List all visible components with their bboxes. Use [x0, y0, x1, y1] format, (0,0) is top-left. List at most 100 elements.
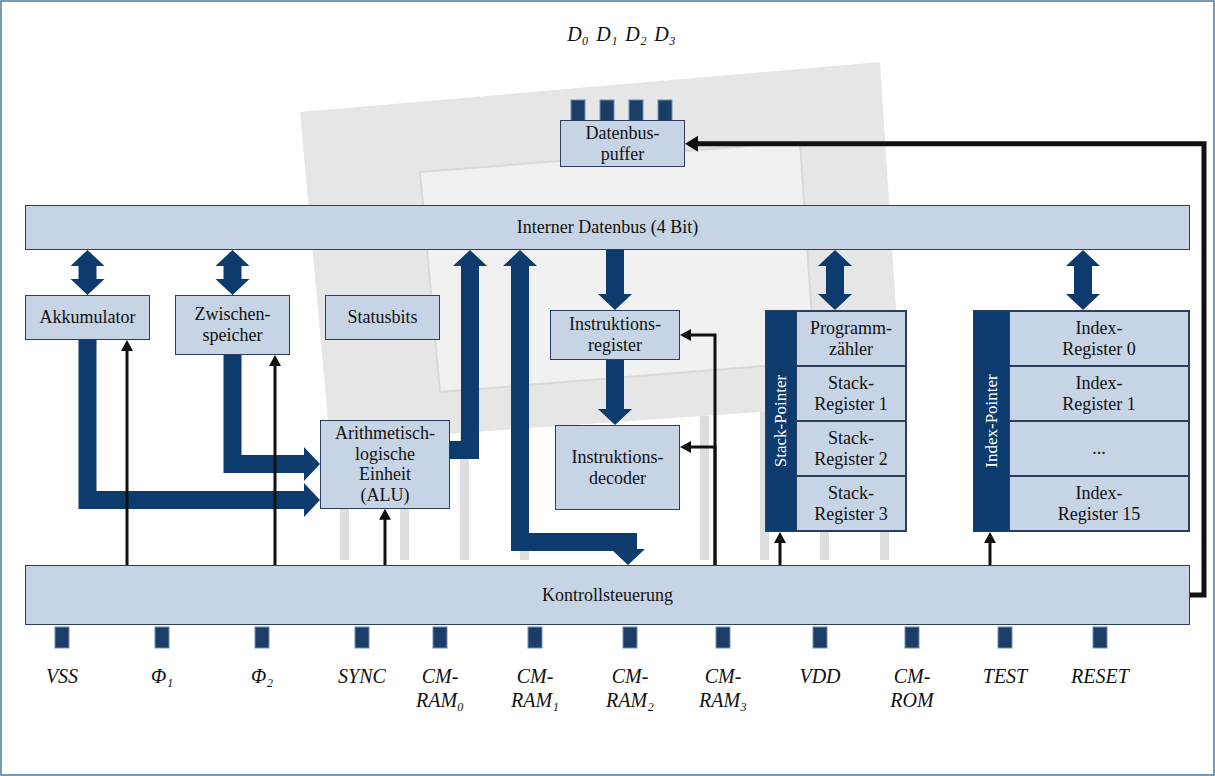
bus-arrow [79, 265, 97, 280]
pin [623, 627, 637, 648]
pin [528, 627, 542, 648]
chip-leg [700, 416, 709, 560]
pointer-label: Stack-Pointer [772, 375, 791, 468]
box-label: Stack- Register 3 [804, 483, 899, 524]
arrowhead [1066, 250, 1100, 266]
bus-arrow [606, 250, 624, 295]
box-label: Instruktions- register [558, 314, 673, 355]
control-arrow [779, 542, 782, 565]
control-arrow [126, 350, 129, 565]
pin-label: TEST [965, 664, 1045, 688]
pin [600, 100, 614, 121]
decoder-box: Instruktions- decoder [555, 425, 680, 510]
pointer-band: Stack-Pointer [766, 311, 796, 531]
pin-label: CM- RAM₀ [409, 664, 471, 712]
buffer-box: Datenbus- puffer [560, 120, 685, 167]
bus-arrow [71, 250, 105, 295]
register-box: Index- Register 0 [1009, 311, 1189, 366]
control-arrow [690, 335, 715, 565]
box-label: Interner Datenbus (4 Bit) [517, 217, 698, 238]
arrowhead [304, 483, 320, 517]
pin [433, 627, 447, 648]
pin [658, 100, 672, 121]
pointer-group: Stack-Pointer Programm- zählerStack- Regi… [765, 310, 907, 532]
control-arrow [680, 441, 715, 565]
pin-label: VSS [22, 664, 102, 688]
pin-label: CM- RAM₃ [692, 664, 754, 712]
register-box: Index- Register 15 [1009, 476, 1189, 531]
arrowhead [984, 532, 996, 543]
arrowhead [304, 447, 320, 481]
pin [255, 627, 269, 648]
box-label: Stack- Register 2 [804, 428, 899, 469]
box-label: Statusbits [347, 307, 417, 328]
bus-arrow [826, 265, 844, 295]
arrowhead [685, 136, 698, 152]
arrowhead [216, 279, 250, 295]
control-arrow [274, 365, 277, 565]
box-label: Index- Register 1 [1049, 373, 1149, 414]
pin-label: CM- RAM₁ [504, 664, 566, 712]
bus-arrow [450, 265, 470, 450]
pointer-label: Index-Pointer [982, 374, 1001, 467]
register-box: ... [1009, 421, 1189, 476]
control-arrow [379, 509, 391, 565]
bus-arrow [224, 265, 242, 280]
alu-box: Arithmetisch- logische Einheit (ALU) [320, 420, 450, 509]
arrowhead [680, 329, 691, 341]
box-label: Kontrollsteuerung [542, 585, 673, 606]
arrowhead [818, 294, 852, 310]
pin [155, 627, 169, 648]
chip-lid [420, 142, 815, 392]
arrowhead [71, 279, 105, 295]
box-label: ... [1092, 438, 1106, 459]
pin [1093, 627, 1107, 648]
bus-arrow [818, 250, 852, 310]
pin-label: SYNC [322, 664, 402, 688]
bus-arrow [503, 250, 645, 565]
arrowhead [818, 250, 852, 266]
pointer-band: Index-Pointer [974, 311, 1009, 531]
arrowhead [71, 250, 105, 266]
arrowhead [503, 250, 537, 266]
arrowhead [598, 409, 632, 425]
bus-arrow [216, 250, 250, 295]
arrowhead [453, 250, 487, 266]
arrowhead [379, 509, 391, 520]
control-arrow [984, 532, 996, 565]
register-box: Stack- Register 1 [796, 366, 906, 421]
arrowhead [216, 250, 250, 266]
pin-label: CM- ROM [881, 664, 943, 712]
bus-arrow [233, 355, 306, 464]
register-box: Programm- zähler [796, 311, 906, 366]
register-box: Statusbits [325, 295, 440, 340]
control-arrow [269, 355, 281, 565]
register-box: Instruktions- register [550, 310, 680, 360]
arrowhead [774, 532, 786, 543]
bus-arrow [1074, 265, 1092, 295]
arrowhead [611, 549, 645, 565]
box-label: Index- Register 15 [1049, 483, 1149, 524]
pin-label: CM- RAM₂ [599, 664, 661, 712]
bus-arrow [598, 250, 632, 310]
box-label: Programm- zähler [804, 318, 899, 359]
pin-label: D₀ [561, 22, 595, 46]
bus-arrow [450, 250, 487, 450]
arrowhead [1066, 294, 1100, 310]
control-arrow [774, 532, 786, 565]
arrowhead [598, 294, 632, 310]
arrowhead [121, 340, 133, 351]
box-label: Akkumulator [40, 307, 136, 328]
bus-arrow [1066, 250, 1100, 310]
bus-arrow [88, 340, 306, 500]
pin [629, 100, 643, 121]
bus-arrow [88, 340, 321, 517]
pin-label: Φ₁ [122, 664, 202, 688]
box-label: Arithmetisch- logische Einheit (ALU) [333, 423, 437, 506]
control-arrow [384, 519, 387, 565]
register-box: Index- Register 1 [1009, 366, 1189, 421]
pin-label: D₃ [648, 22, 682, 46]
box-label: Index- Register 0 [1049, 318, 1149, 359]
